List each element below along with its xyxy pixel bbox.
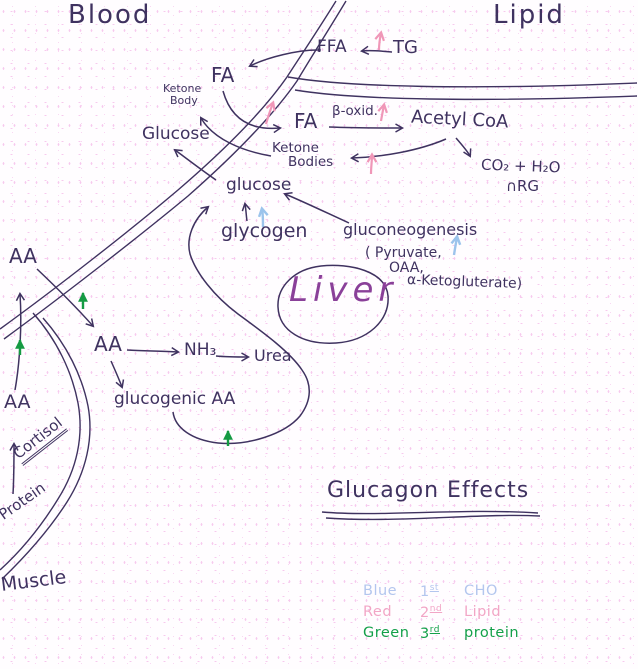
- legend-rank: 1st: [420, 583, 439, 600]
- node-ketone-body-blood: Ketone Body: [163, 83, 201, 106]
- blue-up-arrow-glycogenolysis: [262, 209, 263, 228]
- pink-up-arrow-fa-transport: [264, 103, 273, 125]
- legend-rank: 3rd: [420, 624, 440, 642]
- pink-up-arrow-ketone-bodies: [371, 155, 372, 175]
- arrow-aa-liver-to-glucogenic-aa: [110, 360, 125, 389]
- lipid-membrane-line-1: [287, 76, 638, 88]
- arrow-glycogen-to-glucose: [241, 202, 251, 222]
- node-ketone-bodies-liver: Ketone Bodies: [272, 140, 334, 171]
- arrow-aa-blood-to-aa-liver: [36, 268, 95, 328]
- ketone-body-line-2: Body: [170, 93, 198, 107]
- ketone-bodies-line-2: Bodies: [288, 154, 334, 171]
- liver-region-label: Liver: [289, 270, 398, 310]
- legend-color-name: Blue: [363, 583, 398, 599]
- node-nh3: NH₃: [184, 340, 217, 360]
- muscle-membrane-line-1: [0, 312, 81, 571]
- node-fa-liver: FA: [294, 109, 318, 133]
- arrow-fa-to-acetyl-coa: [328, 123, 405, 133]
- blood-region-label: Blood: [68, 0, 152, 30]
- liver-oval: [277, 264, 389, 344]
- node-aa-muscle: AA: [4, 391, 31, 413]
- node-co2-h2o: CO₂ + H₂O: [480, 155, 561, 177]
- arrow-ketone-bodies-to-ketone-body-blood: [200, 116, 272, 157]
- pink-up-arrow-beta-oxidation: [381, 105, 384, 122]
- ketone-bodies-line-1: Ketone: [272, 140, 319, 156]
- legend-target: protein: [464, 624, 520, 641]
- blood-vessel-membrane-line-1: [0, 0, 337, 330]
- legend-target: CHO: [464, 583, 498, 599]
- arrow-fa-blood-to-fa-liver: [222, 90, 283, 134]
- blood-vessel-membrane-line-2: [3, 0, 347, 340]
- legend-color-name: Green: [363, 624, 410, 641]
- node-tg: TG: [393, 37, 418, 58]
- node-aa-liver: AA: [94, 332, 122, 356]
- lipid-region-label: Lipid: [493, 0, 565, 30]
- ketone-body-line-1: Ketone: [163, 82, 202, 95]
- arrow-ffa-to-fa-blood: [248, 49, 318, 68]
- node-energy-nrg: ∩RG: [506, 177, 540, 195]
- blue-up-arrow-gluconeogenesis: [454, 237, 457, 256]
- muscle-membrane-line-2: [1, 317, 91, 580]
- node-aa-blood: AA: [9, 244, 37, 268]
- node-gluconeogenesis: gluconeogenesis: [343, 220, 478, 239]
- node-glycogen: glycogen: [221, 220, 308, 242]
- arrow-aa-liver-to-nh3: [126, 346, 181, 357]
- node-glucose-blood: Glucose: [142, 124, 210, 144]
- arrow-protein-to-aa-muscle: [9, 441, 19, 495]
- arrow-glucose-liver-to-glucose-blood: [173, 148, 217, 181]
- node-ffa: FFA: [317, 37, 347, 57]
- legend-target: Lipid: [464, 603, 502, 620]
- pink-up-arrow-tg: [379, 33, 381, 51]
- ffa-junction-dot: [317, 48, 321, 52]
- arrow-gluconeogenesis-to-glucose: [283, 192, 350, 224]
- arrow-acetyl-coa-to-co2: [455, 137, 472, 158]
- arrow-acetyl-coa-to-ketone-bodies: [349, 138, 447, 163]
- node-urea: Urea: [254, 346, 292, 365]
- node-glucose-liver: glucose: [226, 175, 292, 195]
- arrow-tg-to-ffa: [360, 45, 393, 55]
- legend-color-name: Red: [363, 603, 393, 620]
- diagram-title: Glucagon Effects: [327, 478, 530, 503]
- arrow-glucogenic-aa-loop-to-glucose: [172, 205, 310, 445]
- gluconeogenesis-substrate-pyruvate: ( Pyruvate,: [365, 245, 442, 261]
- color-legend: Blue 1st CHO Red 2nd Lipid Green 3rd pro…: [363, 583, 519, 641]
- heading-underline-2: [325, 514, 541, 521]
- node-beta-oxidation: β-oxid.: [332, 103, 378, 119]
- lipid-membrane-line-2: [294, 89, 638, 101]
- legend-rank: 2nd: [420, 603, 443, 621]
- gluconeogenesis-substrate-oaa: OAA,: [389, 260, 424, 276]
- node-fa-blood: FA: [211, 63, 235, 87]
- heading-underline-1: [321, 510, 539, 515]
- arrow-nh3-to-urea: [215, 352, 251, 362]
- node-glucogenic-aa: glucogenic AA: [114, 389, 236, 409]
